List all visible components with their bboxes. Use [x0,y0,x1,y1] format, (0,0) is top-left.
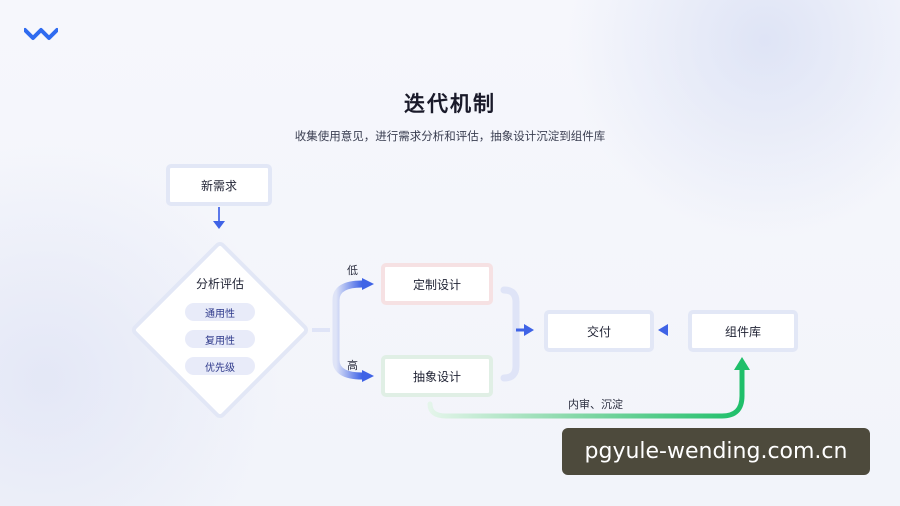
abstract-design-box: 抽象设计 [381,355,493,397]
arrow-down-new-to-analysis [213,207,225,229]
delivery-label: 交付 [586,324,611,339]
page-subtitle: 收集使用意见，进行需求分析和评估，抽象设计沉淀到组件库 [294,129,606,143]
branch-bracket [332,278,374,382]
branch-high-label: 高 [347,359,358,372]
watermark-banner: pgyule-wending.com.cn [562,428,870,475]
analysis-diamond: 分析评估 通用性 复用性 优先级 [129,239,311,421]
feedback-label: 内审、沉淀 [568,398,623,411]
page-title: 迭代机制 [404,92,496,116]
arrow-library-to-delivery [658,324,684,336]
abstract-design-label: 抽象设计 [412,369,461,384]
analysis-title: 分析评估 [195,277,244,291]
component-library-box: 组件库 [688,310,798,352]
custom-design-box: 定制设计 [381,263,493,305]
component-library-label: 组件库 [724,324,761,339]
merge-bracket [500,286,534,382]
delivery-box: 交付 [544,310,654,352]
tag-generality: 通用性 [185,303,255,321]
new-requirement-label: 新需求 [200,178,237,193]
branch-low-label: 低 [347,264,358,277]
custom-design-label: 定制设计 [412,277,461,292]
tag-reusability: 复用性 [185,330,255,348]
new-requirement-box: 新需求 [166,164,272,206]
tag-priority: 优先级 [185,357,255,375]
logo-icon [24,28,58,40]
feedback-arrow [427,357,750,419]
